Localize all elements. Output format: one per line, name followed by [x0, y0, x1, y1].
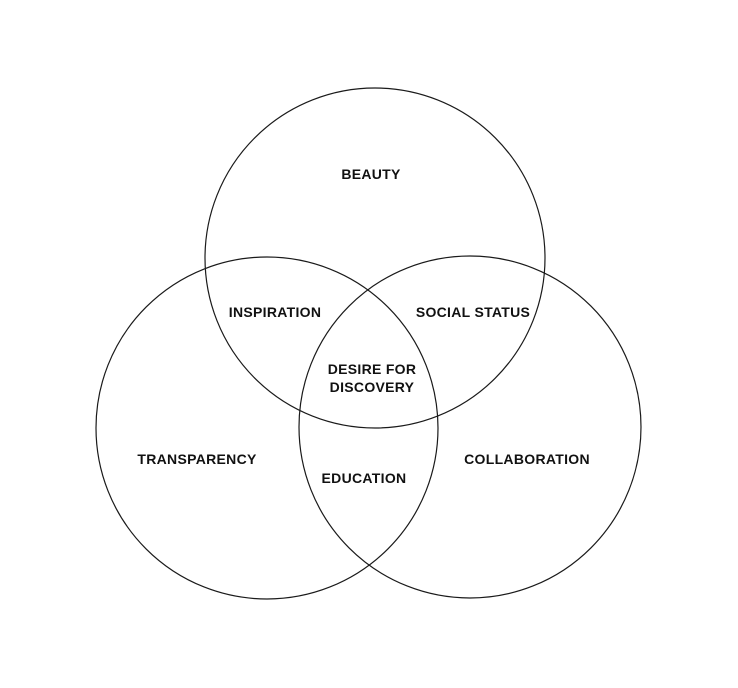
venn-circle-collaboration: [298, 255, 642, 599]
venn-circle-transparency: [95, 256, 439, 600]
label-collaboration: COLLABORATION: [464, 451, 590, 467]
label-education: EDUCATION: [322, 470, 407, 486]
label-transparency: TRANSPARENCY: [137, 451, 257, 467]
label-beauty: BEAUTY: [341, 166, 401, 182]
label-desire-for-discovery-line1: DESIRE FOR: [328, 361, 417, 377]
label-inspiration: INSPIRATION: [229, 304, 322, 320]
label-social-status: SOCIAL STATUS: [416, 304, 530, 320]
venn-circle-beauty: [204, 87, 546, 429]
label-desire-for-discovery-line2: DISCOVERY: [330, 379, 415, 395]
